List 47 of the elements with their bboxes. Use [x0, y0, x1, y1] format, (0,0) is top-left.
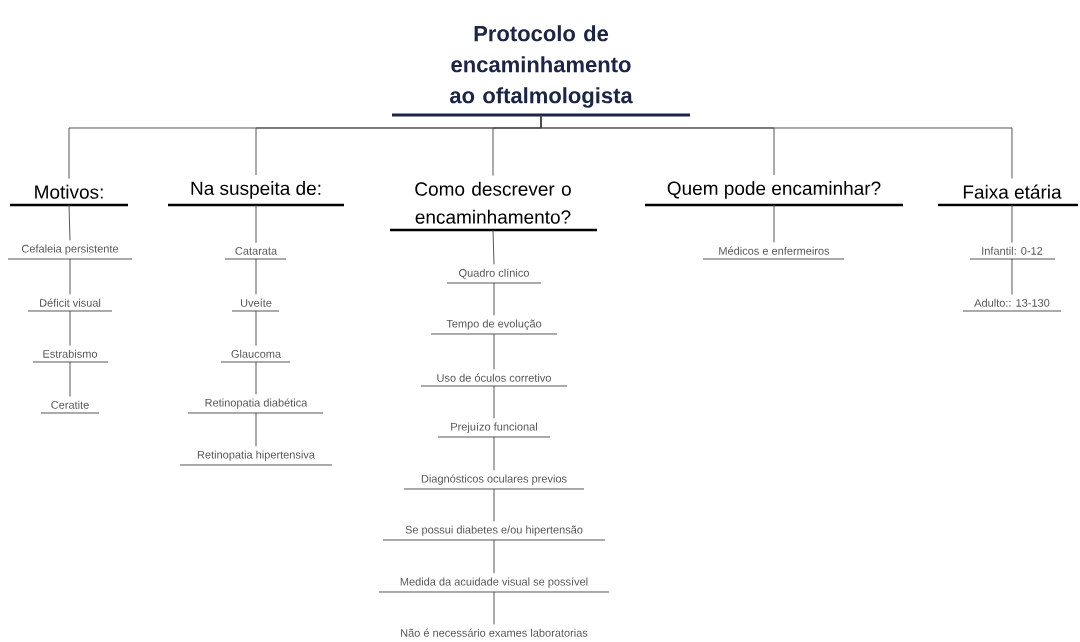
connector-line [255, 361, 257, 395]
connector-line [493, 436, 495, 471]
category-heading: Faixa etária [938, 184, 1078, 207]
category-heading: Na suspeita de: [168, 181, 344, 207]
connector-line [1011, 258, 1013, 295]
connector-line [255, 412, 257, 447]
connector-line [493, 488, 495, 522]
connector-line [493, 539, 495, 574]
connector-line [493, 591, 495, 625]
connector-line [69, 310, 71, 346]
list-item: Quadro clínico [446, 268, 542, 284]
connector-line [68, 204, 71, 241]
list-item: Glaucoma [220, 349, 291, 363]
category-heading: Motivos: [10, 184, 128, 207]
list-item: Infantil: 0-12 [969, 246, 1056, 260]
connector-line [493, 333, 495, 370]
list-item: Se possui diabetes e/ou hipertensão [382, 525, 606, 541]
title-heading: Protocolo de encaminhamento ao oftalmologista [392, 25, 690, 117]
list-item: Retinopatia diabética [187, 398, 324, 414]
connector-line [255, 310, 257, 346]
connector-line [1011, 204, 1013, 243]
list-item: Uso de óculos corretivo [420, 373, 568, 387]
list-item: Não é necessário exames laboratorias [401, 628, 588, 637]
connector-line [69, 361, 71, 397]
list-item: Retinopatia hipertensiva [179, 450, 333, 466]
list-item: Prejuízo funcional [437, 422, 551, 438]
list-item: Uveíte [231, 298, 280, 312]
list-item: Diagnósticos oculares previos [403, 474, 585, 490]
connector-line [255, 258, 257, 295]
bracket-connector [540, 114, 1013, 179]
list-item: Adulto:: 13-130 [962, 298, 1062, 312]
list-item: Medida da acuidade visual se possível [378, 577, 610, 593]
list-item: Ceratite [40, 400, 100, 414]
connector-line [493, 282, 495, 316]
connector-line [493, 385, 495, 419]
list-item: Estrabismo [32, 349, 109, 363]
category-heading: Como descrever o encaminhamento? [390, 181, 597, 232]
connector-line [773, 204, 775, 243]
list-item: Tempo de evolução [430, 319, 558, 335]
list-item: Médicos e enfermeiros [702, 246, 845, 260]
category-heading: Quem pode encaminhar? [645, 181, 903, 207]
connector-line [69, 258, 71, 295]
list-item: Déficit visual [27, 298, 113, 312]
connector-line [255, 204, 257, 244]
list-item: Cefaleia persistente [7, 244, 133, 260]
list-item: Catarata [224, 247, 287, 260]
connector-line [492, 229, 495, 265]
